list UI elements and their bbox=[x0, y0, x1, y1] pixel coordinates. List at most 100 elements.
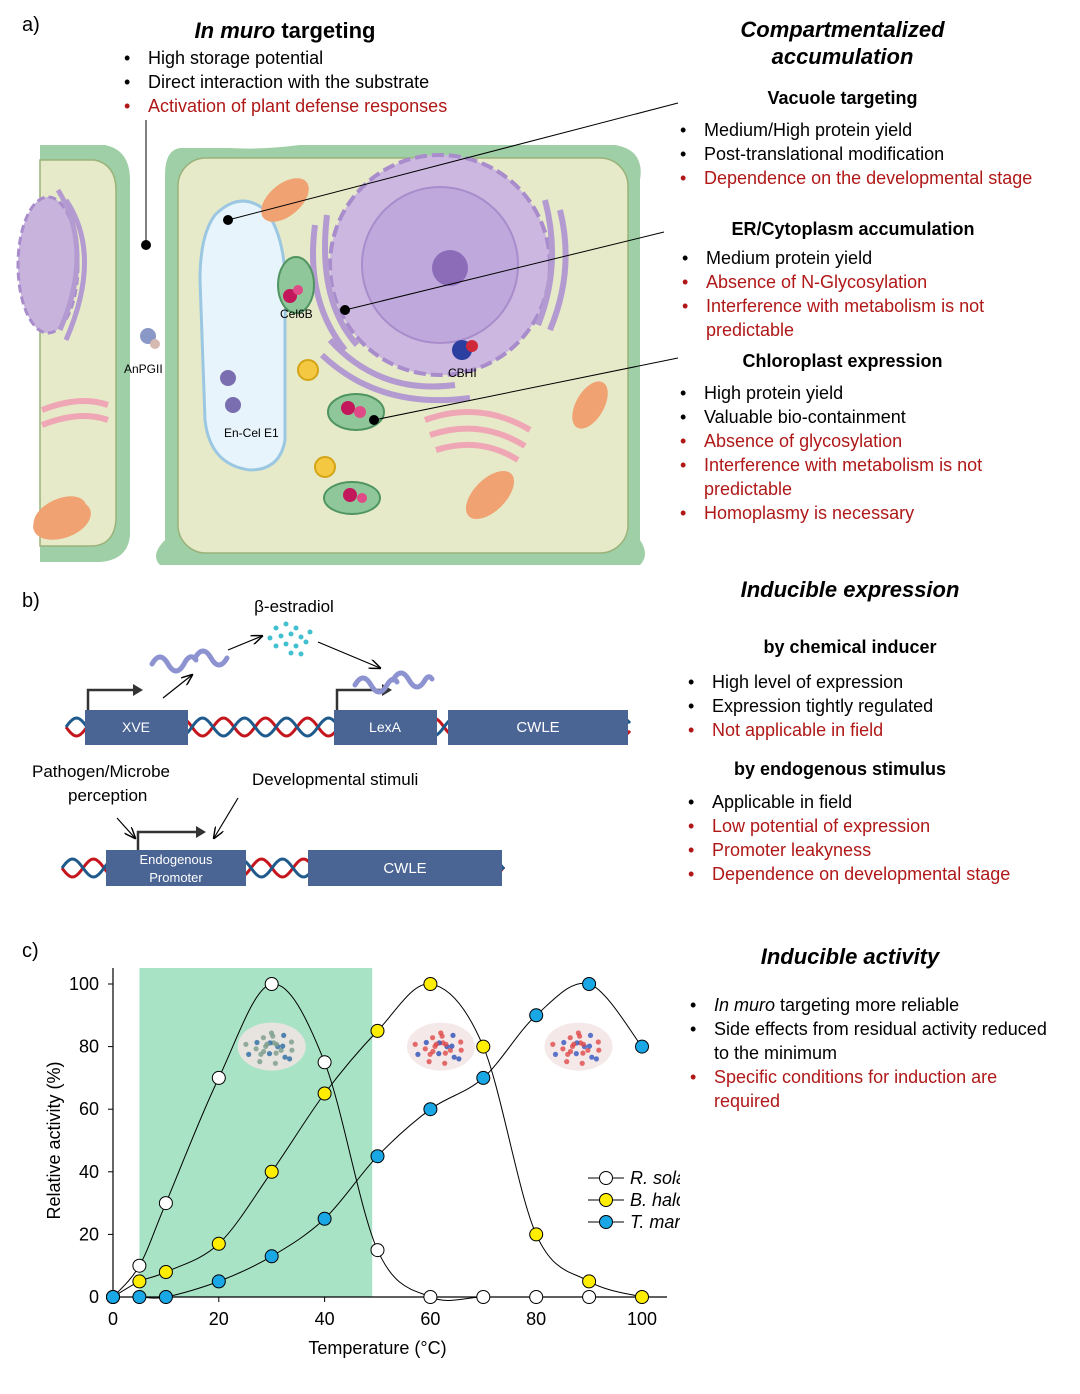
data-point bbox=[317, 1211, 332, 1226]
x-tick-label: 20 bbox=[209, 1309, 229, 1329]
compart-title: Compartmentalized accumulation bbox=[690, 16, 995, 70]
in-muro-title-rest: targeting bbox=[275, 18, 376, 43]
endoplasmic-reticulum bbox=[310, 199, 569, 404]
vacuole-bullet: Medium/High protein yield bbox=[678, 118, 1068, 142]
data-point bbox=[582, 977, 597, 991]
data-point bbox=[211, 1070, 226, 1085]
data-point bbox=[158, 1290, 173, 1304]
plant-cell-illustration: AnPGII Cel6B CBHI En-Cel E1 bbox=[16, 102, 679, 565]
endogenous-label-2: Promoter bbox=[149, 870, 203, 885]
protein-structure-image bbox=[237, 1022, 306, 1071]
temperature-highlight bbox=[139, 968, 373, 1297]
compart-title-line2: accumulation bbox=[771, 44, 914, 69]
protein-structure-image bbox=[406, 1022, 475, 1071]
chloroplast bbox=[277, 256, 315, 314]
in-muro-title: In muro targeting bbox=[150, 18, 420, 44]
encel-label: En-Cel E1 bbox=[224, 426, 279, 440]
x-tick-label: 60 bbox=[420, 1309, 440, 1329]
chloroplast-bullet: Homoplasmy is necessary bbox=[678, 501, 1063, 525]
data-point bbox=[158, 1265, 173, 1279]
developmental-label: Developmental stimuli bbox=[252, 770, 418, 789]
er-bullets: Medium protein yield Absence of N-Glycos… bbox=[680, 246, 1065, 342]
y-tick-label: 20 bbox=[79, 1224, 99, 1244]
protein-blobs bbox=[140, 285, 478, 503]
flow-arrows bbox=[116, 636, 380, 838]
inducible-expression-title: Inducible expression bbox=[740, 577, 960, 602]
mitochondrion bbox=[572, 381, 608, 429]
endogenous-bullet: Applicable in field bbox=[686, 790, 1046, 814]
activity-bullet: In muro targeting more reliable bbox=[688, 993, 1048, 1017]
data-point bbox=[370, 1243, 385, 1258]
legend-marker bbox=[599, 1215, 613, 1229]
data-point bbox=[264, 1249, 279, 1264]
inducer-label: β-estradiol bbox=[254, 597, 334, 616]
y-tick-label: 40 bbox=[79, 1162, 99, 1182]
data-point bbox=[370, 1149, 385, 1164]
data-point bbox=[264, 1164, 279, 1179]
vacuole-bullet: Post-translational modification bbox=[678, 142, 1068, 166]
data-point bbox=[529, 1227, 544, 1242]
er-bullet: Interference with metabolism is not pred… bbox=[680, 294, 1065, 342]
legend-label: T. maritima bbox=[630, 1212, 680, 1232]
data-point bbox=[132, 1274, 147, 1289]
chloroplast-bullets: High protein yield Valuable bio-containm… bbox=[678, 381, 1063, 525]
data-point bbox=[317, 1055, 332, 1070]
activity-bullets: In muro targeting more reliable Side eff… bbox=[688, 993, 1048, 1113]
er-bullet: Medium protein yield bbox=[680, 246, 1065, 270]
protein-structure-image bbox=[544, 1022, 613, 1071]
endogenous-bullet: Low potential of expression bbox=[686, 814, 1046, 838]
golgi bbox=[423, 409, 532, 463]
cwle-label-2: CWLE bbox=[383, 860, 426, 877]
pathogen-label-2: perception bbox=[68, 786, 147, 805]
activity-bullet: Specific conditions for induction are re… bbox=[688, 1065, 1048, 1113]
xve-box bbox=[85, 710, 188, 745]
mitochondrion bbox=[33, 496, 87, 534]
squiggles bbox=[149, 648, 435, 695]
inducible-expression-diagram: XVE LexA CWLE Endogenous Promoter CWLE bbox=[32, 597, 632, 886]
data-point bbox=[132, 1258, 147, 1273]
legend-marker bbox=[599, 1171, 613, 1185]
x-axis-label: Temperature (°C) bbox=[308, 1338, 446, 1358]
data-point bbox=[370, 1023, 385, 1038]
anpgii-label: AnPGII bbox=[124, 362, 163, 376]
data-point bbox=[529, 1290, 544, 1304]
data-point bbox=[106, 1290, 120, 1304]
cwle-box-1 bbox=[448, 710, 628, 745]
in-muro-bullet: Direct interaction with the substrate bbox=[122, 70, 542, 94]
xve-label: XVE bbox=[122, 719, 150, 735]
cwle-label-1: CWLE bbox=[516, 719, 559, 736]
data-point bbox=[158, 1196, 173, 1211]
endogenous-promoter-box bbox=[106, 850, 246, 886]
data-point bbox=[423, 1102, 438, 1117]
y-tick-label: 100 bbox=[69, 974, 99, 994]
cel6b-label: Cel6B bbox=[280, 307, 313, 321]
in-muro-bullet: Activation of plant defense responses bbox=[122, 94, 542, 118]
nucleolus bbox=[432, 250, 468, 286]
data-point bbox=[423, 1290, 438, 1304]
er-bullet: Absence of N-Glycosylation bbox=[680, 270, 1065, 294]
data-point bbox=[582, 1290, 597, 1304]
y-tick-label: 80 bbox=[79, 1037, 99, 1057]
panel-c-label: c) bbox=[22, 940, 39, 962]
y-tick-label: 0 bbox=[89, 1287, 99, 1307]
inducible-activity-title: Inducible activity bbox=[760, 944, 940, 969]
x-tick-label: 100 bbox=[627, 1309, 657, 1329]
endogenous-heading: by endogenous stimulus bbox=[733, 759, 947, 779]
data-point bbox=[476, 1070, 491, 1085]
chemical-bullets: High level of expression Expression tigh… bbox=[686, 670, 1066, 742]
data-point bbox=[476, 1039, 491, 1054]
data-point bbox=[635, 1290, 649, 1304]
chemical-heading: by chemical inducer bbox=[763, 637, 937, 657]
y-axis-label: Relative activity (%) bbox=[44, 1061, 64, 1219]
data-point bbox=[211, 1274, 226, 1289]
data-point bbox=[635, 1039, 649, 1054]
endogenous-bullet: Dependence on developmental stage bbox=[686, 862, 1046, 886]
chart-legend: R. solaniB. haloduransT. maritima bbox=[588, 1168, 680, 1232]
lexa-label: LexA bbox=[369, 719, 402, 735]
data-point bbox=[529, 1008, 544, 1023]
lexa-box bbox=[334, 710, 437, 745]
